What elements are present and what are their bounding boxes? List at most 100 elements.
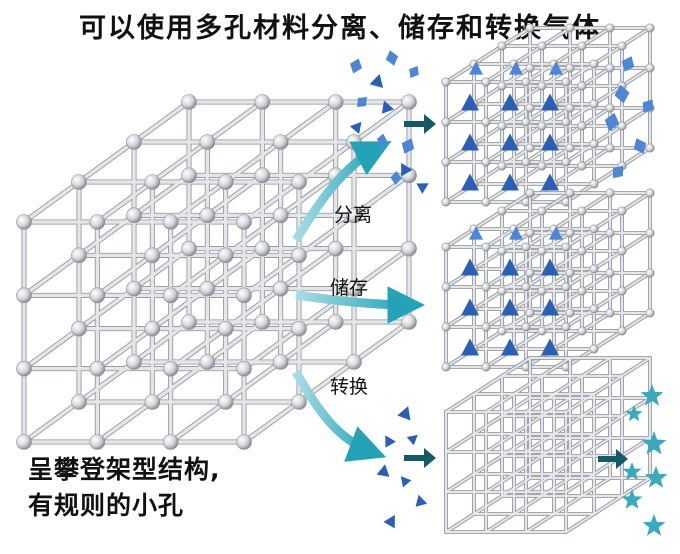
framework-node	[565, 143, 575, 153]
framework-node	[162, 360, 179, 377]
framework-strut	[472, 289, 504, 311]
framework-node	[217, 320, 234, 337]
framework-strut	[580, 356, 612, 378]
framework-node	[565, 23, 575, 33]
framework-strut	[512, 164, 544, 186]
framework-node	[236, 287, 252, 304]
framework-node	[577, 81, 587, 91]
label-conversion: 转换	[330, 376, 369, 398]
caption-line-1: 呈攀登架型结构,	[28, 455, 221, 484]
framework-strut	[592, 289, 624, 311]
framework-node	[537, 161, 547, 171]
framework-node	[71, 320, 87, 337]
framework-strut	[95, 180, 155, 224]
framework-strut	[512, 209, 544, 231]
framework-node	[16, 434, 32, 450]
framework-strut	[278, 320, 338, 364]
gas-molecule-triangle	[501, 133, 519, 151]
star-icon	[621, 489, 643, 509]
framework-strut	[444, 227, 476, 249]
framework-strut	[512, 414, 544, 436]
framework-node	[441, 197, 451, 207]
porous-framework-lattice	[16, 94, 417, 450]
framework-strut	[352, 320, 411, 364]
framework-node	[589, 224, 599, 234]
framework-strut	[620, 146, 652, 168]
framework-strut	[592, 374, 624, 396]
framework-strut	[242, 400, 301, 444]
gas-molecule-diamond	[614, 84, 630, 104]
framework-node	[272, 280, 289, 297]
gas-molecule-triangle	[385, 435, 396, 448]
gas-molecules-conversion-input	[376, 406, 428, 529]
framework-strut	[580, 231, 612, 253]
framework-node	[272, 134, 289, 150]
framework-node	[401, 240, 417, 257]
framework-node	[577, 206, 587, 216]
framework-node	[441, 157, 451, 167]
framework-node	[617, 326, 627, 336]
framework-node	[577, 121, 587, 131]
framework-node	[497, 286, 507, 296]
framework-node	[181, 240, 197, 257]
gas-molecule-triangle	[461, 173, 479, 191]
framework-strut	[524, 227, 556, 249]
gas-molecule-triangle	[541, 258, 559, 276]
framework-node	[346, 354, 362, 370]
framework-node	[605, 143, 615, 153]
framework-strut	[592, 249, 624, 271]
framework-node	[645, 228, 655, 238]
framework-node	[327, 314, 344, 330]
framework-node	[441, 282, 451, 292]
framework-node	[497, 206, 507, 216]
framework-node	[605, 308, 615, 318]
framework-node	[521, 117, 531, 127]
framework-node	[565, 228, 575, 238]
framework-node	[441, 117, 451, 127]
framework-node	[525, 143, 535, 153]
small-arrow-icon	[404, 114, 436, 134]
framework-node	[645, 63, 655, 73]
framework-strut	[22, 326, 81, 371]
framework-node	[217, 394, 234, 410]
framework-node	[291, 320, 307, 337]
framework-node	[589, 304, 599, 314]
framework-strut	[552, 374, 584, 396]
framework-strut	[484, 432, 516, 454]
framework-node	[126, 354, 142, 370]
gas-molecule-triangle	[461, 258, 479, 276]
framework-strut	[552, 84, 584, 106]
framework-strut	[22, 400, 81, 444]
framework-node	[521, 322, 531, 332]
framework-strut	[444, 62, 476, 84]
framework-node	[236, 214, 252, 230]
framework-strut	[278, 173, 338, 218]
framework-node	[497, 41, 507, 51]
arrow-separation	[292, 141, 392, 243]
framework-node	[481, 157, 491, 167]
framework-strut	[168, 326, 228, 371]
framework-strut	[580, 26, 612, 48]
framework-node	[605, 103, 615, 113]
framework-node	[162, 214, 179, 230]
framework-strut	[472, 329, 504, 351]
framework-strut	[540, 356, 572, 378]
gas-molecule-triangle	[541, 298, 559, 316]
framework-node	[181, 314, 197, 330]
framework-strut	[580, 476, 612, 498]
framework-node	[589, 179, 599, 189]
framework-node	[346, 134, 362, 150]
gas-molecule-triangle	[406, 434, 418, 446]
framework-node	[441, 322, 451, 332]
gas-molecule-triangle	[541, 173, 559, 191]
framework-node	[617, 286, 627, 296]
framework-strut	[444, 432, 476, 454]
gas-molecule-triangle	[469, 61, 483, 75]
framework-strut	[564, 392, 596, 414]
framework-strut	[297, 140, 356, 184]
gas-molecule-triangle	[549, 61, 563, 75]
framework-node	[589, 59, 599, 69]
framework-node	[525, 63, 535, 73]
framework-node	[645, 143, 655, 153]
framework-strut	[524, 392, 556, 414]
